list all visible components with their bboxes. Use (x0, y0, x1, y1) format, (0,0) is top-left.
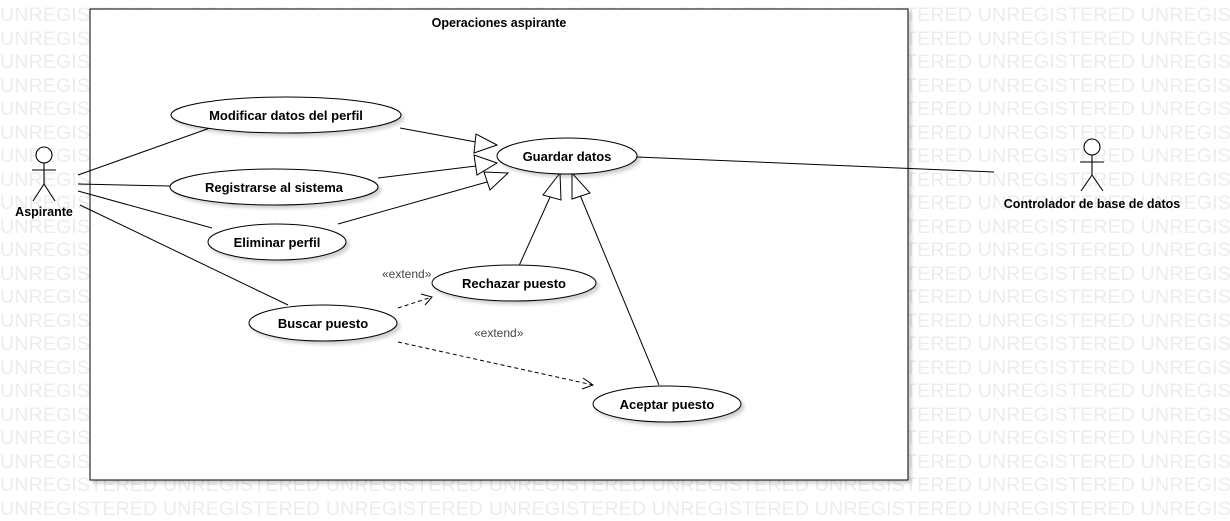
triangle-arrowhead-icon (542, 171, 562, 201)
assoc-aspirante-modificar[interactable] (77, 127, 211, 176)
use-case-rechazar-label: Rechazar puesto (462, 276, 566, 291)
actor-controlador[interactable]: Controlador de base de datos (1004, 138, 1180, 211)
extend-buscar-aceptar[interactable] (397, 341, 594, 386)
triangle-arrowhead-icon (473, 154, 499, 176)
assoc-aspirante-registrarse[interactable] (77, 183, 171, 187)
assoc-controlador-guardar[interactable] (636, 156, 995, 173)
generalizations (337, 127, 660, 386)
use-case-buscar[interactable]: Buscar puesto (248, 304, 398, 342)
system-title: Operaciones aspirante (432, 16, 567, 30)
actor-controlador-label: Controlador de base de datos (1004, 197, 1180, 211)
triangle-arrowhead-icon (483, 171, 510, 191)
actor-stick-figure-icon (32, 146, 56, 202)
use-case-aceptar-label: Aceptar puesto (620, 397, 715, 412)
use-case-eliminar[interactable]: Eliminar perfil (207, 223, 347, 261)
use-case-guardar[interactable]: Guardar datos (496, 137, 638, 175)
actor-aspirante[interactable]: Aspirante (15, 146, 73, 219)
triangle-arrowhead-icon (473, 133, 499, 154)
open-arrowhead-icon (581, 377, 595, 390)
assoc-aspirante-eliminar[interactable] (77, 190, 213, 229)
gen-aceptar-guardar[interactable] (579, 194, 660, 386)
use-case-aceptar[interactable]: Aceptar puesto (592, 385, 742, 423)
gen-rechazar-guardar[interactable] (517, 194, 552, 269)
use-case-guardar-label: Guardar datos (523, 149, 612, 164)
gen-registrarse-guardar[interactable] (377, 165, 477, 179)
use-case-buscar-label: Buscar puesto (278, 316, 368, 331)
use-case-modificar[interactable]: Modificar datos del perfil (170, 96, 402, 134)
actor-aspirante-label: Aspirante (15, 205, 73, 219)
use-case-eliminar-label: Eliminar perfil (234, 235, 321, 250)
triangle-arrowhead-icon (571, 171, 591, 200)
assoc-aspirante-buscar[interactable] (79, 204, 289, 306)
generalization-arrowheads (473, 133, 591, 201)
gen-modificar-guardar[interactable] (399, 127, 477, 143)
open-arrowhead-icon (420, 293, 433, 306)
extend-buscar-rechazar[interactable] (397, 296, 433, 309)
use-case-rechazar[interactable]: Rechazar puesto (431, 264, 597, 302)
extend-label-aceptar: «extend» (474, 326, 524, 340)
use-case-registrarse-label: Registrarse al sistema (205, 180, 344, 195)
actor-stick-figure-icon (1080, 138, 1104, 192)
extend-dependencies (397, 293, 595, 390)
gen-eliminar-guardar[interactable] (337, 181, 488, 225)
extend-label-rechazar: «extend» (382, 267, 432, 281)
use-case-modificar-label: Modificar datos del perfil (209, 108, 363, 123)
associations (77, 127, 995, 306)
watermark-row: UNREGISTERED UNREGISTERED UNREGISTERED U… (0, 497, 1230, 520)
use-case-registrarse[interactable]: Registrarse al sistema (169, 168, 379, 206)
